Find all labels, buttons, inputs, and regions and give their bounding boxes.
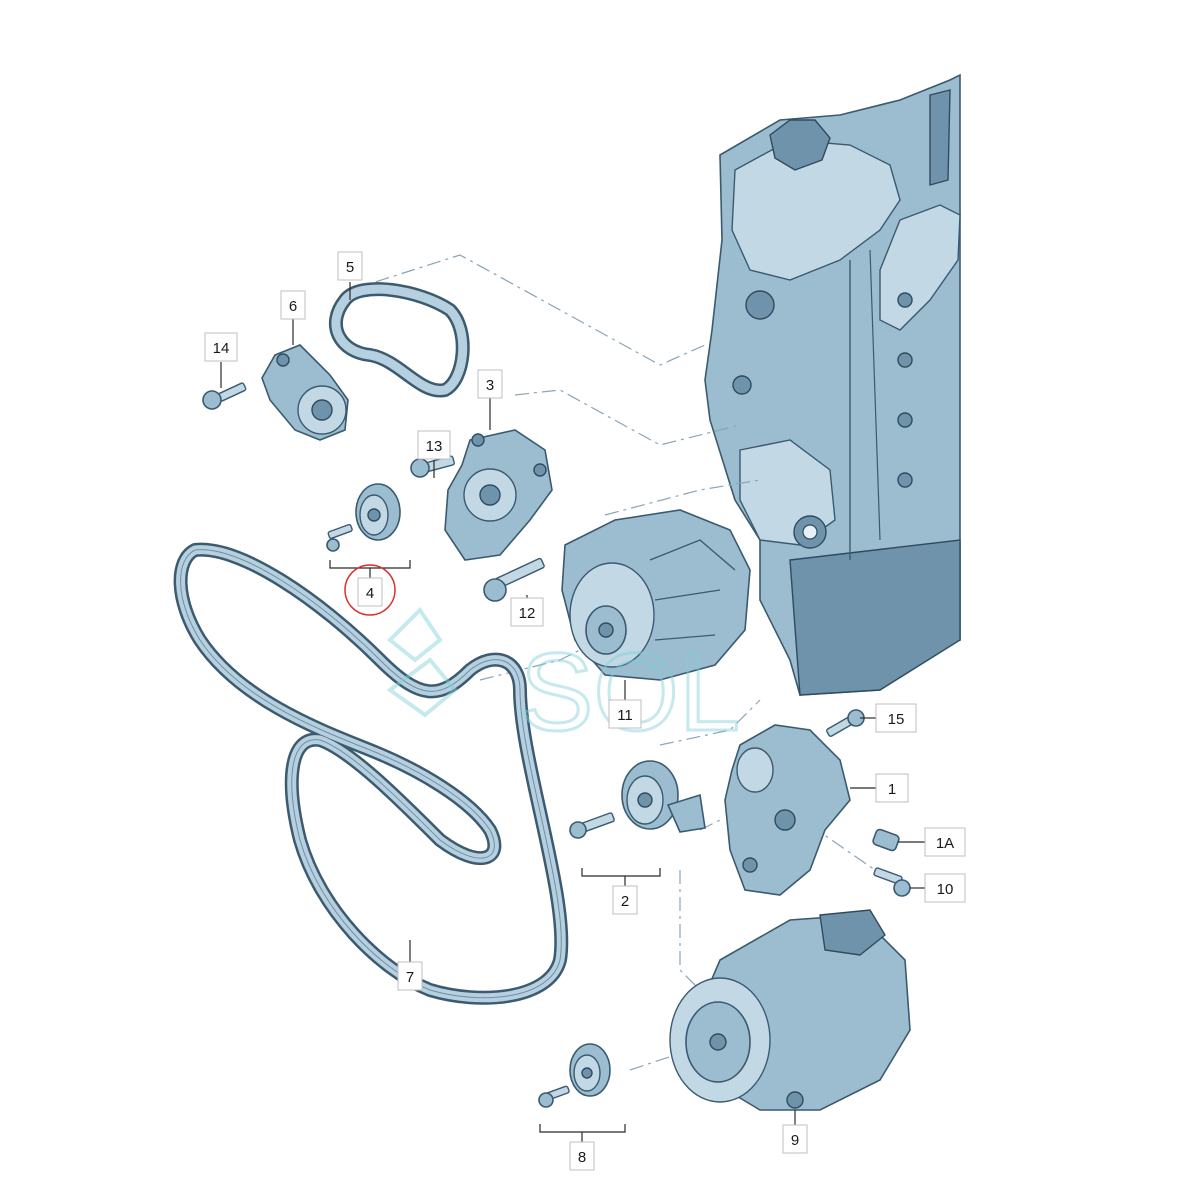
label-5: 5 (337, 251, 363, 281)
leader-lines (220, 282, 925, 1142)
label-12: 13 (417, 430, 451, 460)
watermark: SOL (386, 606, 742, 756)
svg-text:3: 3 (486, 377, 494, 394)
bolt-11 (483, 557, 545, 602)
label-3: 3 (477, 369, 503, 399)
watermark-text: SOL (520, 631, 740, 754)
bolt-13 (202, 382, 247, 410)
label-1A: 1A (924, 827, 966, 857)
dowel-1A (872, 828, 900, 852)
idler-pulley-2 (569, 760, 706, 839)
callout-labels: 5 6 14 3 13 4 12 11 15 1 1A 10 2 7 9 8 (204, 251, 966, 1171)
svg-text:13: 13 (426, 438, 443, 455)
svg-text:4: 4 (366, 585, 374, 602)
label-15: 15 (875, 703, 917, 733)
small-belt (328, 282, 470, 398)
tensioner-6 (261, 344, 349, 441)
label-14: 10 (924, 873, 966, 903)
bracket-1 (724, 724, 851, 896)
bolt-15 (826, 709, 865, 737)
svg-text:11: 11 (617, 707, 633, 724)
svg-text:7: 7 (406, 969, 414, 986)
label-10: 11 (608, 699, 642, 729)
svg-text:5: 5 (346, 259, 354, 276)
label-1: 1 (875, 773, 909, 803)
svg-text:15: 15 (888, 711, 905, 728)
pulley-8 (538, 1043, 611, 1108)
water-pump-3 (444, 429, 553, 561)
svg-text:1: 1 (888, 781, 896, 798)
label-9: 9 (782, 1124, 808, 1154)
svg-text:9: 9 (791, 1132, 799, 1149)
label-11: 12 (510, 597, 544, 627)
label-13: 14 (204, 332, 238, 362)
alternator-10 (561, 509, 751, 681)
ac-compressor-9 (669, 909, 911, 1111)
svg-text:6: 6 (289, 298, 297, 315)
svg-text:10: 10 (937, 881, 954, 898)
label-2: 2 (612, 885, 638, 915)
svg-text:14: 14 (213, 340, 230, 357)
svg-text:8: 8 (578, 1149, 586, 1166)
label-8: 8 (569, 1141, 595, 1171)
label-4: 4 (344, 564, 396, 616)
label-6: 6 (280, 290, 306, 320)
ribbed-belt-7 (173, 542, 569, 1005)
highlight-circle (344, 564, 396, 616)
bolt-14 (873, 867, 911, 897)
svg-text:12: 12 (519, 605, 536, 622)
engine-block (704, 73, 961, 696)
label-7: 7 (397, 961, 423, 991)
idler-pulley-4 (326, 483, 401, 552)
svg-text:1A: 1A (936, 835, 954, 852)
svg-text:2: 2 (621, 893, 629, 910)
